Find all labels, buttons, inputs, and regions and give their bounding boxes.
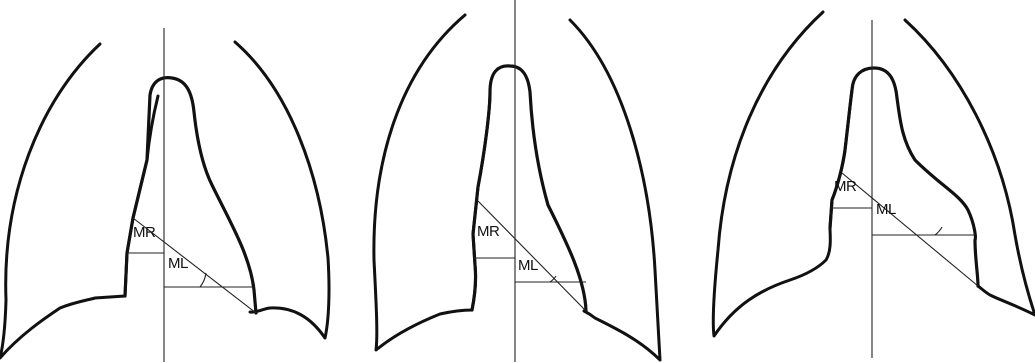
heart-mediastinum-outline xyxy=(472,66,586,311)
right-lung-outline xyxy=(713,12,852,336)
ml-label: ML xyxy=(168,255,188,272)
panel-2: MR ML xyxy=(374,0,660,362)
panel-3: MR ML xyxy=(713,12,1035,358)
diagonal-line xyxy=(478,201,586,311)
left-lung-outline xyxy=(235,42,329,338)
ml-label: ML xyxy=(518,257,538,274)
heart-mediastinum-outline xyxy=(830,68,978,286)
angle-arc xyxy=(935,227,942,235)
mr-label: MR xyxy=(477,223,500,240)
ml-label: ML xyxy=(876,201,896,218)
panel-1: MR ML xyxy=(0,28,329,362)
angle-arc xyxy=(200,273,206,287)
mr-label: MR xyxy=(133,224,156,241)
diagonal-line xyxy=(842,173,978,286)
mr-label: MR xyxy=(834,178,857,195)
right-lung-outline xyxy=(0,44,158,358)
heart-mediastinum-outline xyxy=(125,78,256,313)
